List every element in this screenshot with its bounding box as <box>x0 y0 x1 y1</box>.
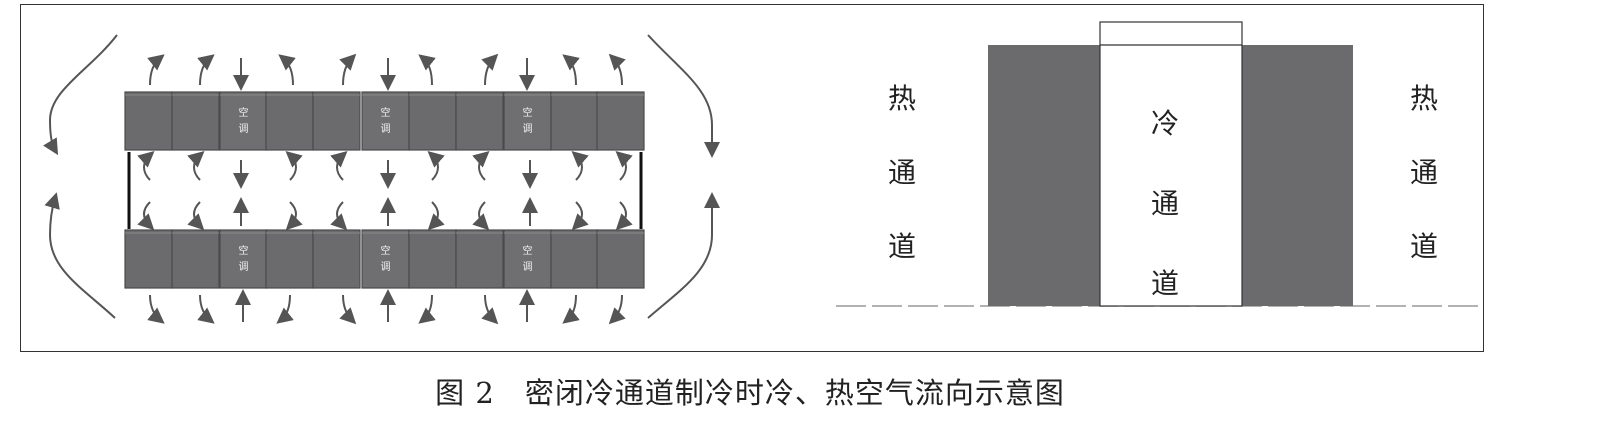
top-row-ac-unit <box>503 91 552 151</box>
bottom-row-rack <box>408 229 457 289</box>
top-row-ac-unit <box>361 91 410 151</box>
hot-exhaust-arrow-bottom <box>147 294 165 324</box>
top-row-rack <box>455 91 504 151</box>
cold-intake-arrow-inner <box>615 201 633 231</box>
top-row-rack <box>596 91 645 151</box>
outer-curve-arrow-bottom-left <box>44 192 116 319</box>
bottom-row-rack <box>455 229 504 289</box>
hot-aisle-left-label: 热 通 道 <box>888 62 928 284</box>
cold-intake-arrow-inner <box>472 201 490 231</box>
top-row-rack <box>312 91 361 151</box>
hot-exhaust-arrow-bottom <box>418 294 436 324</box>
bottom-row-rack <box>550 229 599 289</box>
hot-exhaust-arrow-top <box>418 54 436 86</box>
hot-exhaust-arrow-top <box>608 53 626 86</box>
cold-intake-arrow-inner <box>285 201 303 231</box>
top-row-ac-unit <box>219 91 268 151</box>
top-row-ac-label: 调 <box>523 123 533 135</box>
cold-aisle-char-3: 道 <box>1151 267 1180 300</box>
hot-aisle-right-label: 热 通 道 <box>1410 62 1450 284</box>
hot-exhaust-arrow-top <box>147 54 165 86</box>
cold-intake-arrow-inner <box>187 151 205 181</box>
cold-intake-arrow-inner <box>427 201 445 231</box>
bottom-row-rack <box>171 229 220 289</box>
bottom-row-ac-label: 空 <box>381 244 391 257</box>
hot-aisle-right-char-2: 通 <box>1410 156 1439 189</box>
top-row-ac-label: 调 <box>381 123 391 135</box>
right-rack-block <box>1242 45 1353 306</box>
cold-aisle-label: 冷 通 道 <box>1151 84 1191 324</box>
bottom-row-ac-label: 调 <box>381 261 391 273</box>
hot-exhaust-arrow-top <box>278 54 296 86</box>
cold-intake-arrow-inner <box>472 151 490 181</box>
cold-aisle-char-2: 通 <box>1151 187 1180 220</box>
hot-aisle-right-char-1: 热 <box>1410 82 1439 115</box>
bottom-row-ac-label: 调 <box>239 261 249 273</box>
bottom-row-rack <box>596 229 645 289</box>
bottom-row-ac-unit <box>503 229 552 289</box>
cold-intake-arrow-inner <box>571 201 589 231</box>
outer-curve-arrow-bottom-right <box>647 192 720 319</box>
cold-intake-arrow-inner <box>137 201 155 231</box>
hot-exhaust-arrow-top <box>197 54 215 86</box>
hot-aisle-left-char-1: 热 <box>888 82 917 115</box>
cold-intake-arrow-inner <box>285 151 303 181</box>
outer-curve-arrow-top-right <box>647 34 720 158</box>
top-row-rack <box>265 91 314 151</box>
outer-curve-arrow-top-left <box>42 34 118 156</box>
bottom-row-ac-label: 空 <box>239 244 249 257</box>
airflow-arrows <box>42 34 720 325</box>
bottom-row-rack <box>124 229 173 289</box>
hot-exhaust-arrow-top <box>562 54 580 86</box>
bottom-row-ac-unit <box>361 229 410 289</box>
bottom-row-ac-unit <box>219 229 268 289</box>
bottom-row-ac-label: 调 <box>523 261 533 273</box>
cold-intake-arrow-inner <box>571 151 589 181</box>
top-row-ac-label: 空 <box>523 106 533 119</box>
hot-aisle-right-char-3: 道 <box>1410 230 1439 263</box>
bottom-row-ac-label: 空 <box>523 244 533 257</box>
hot-aisle-left-char-2: 通 <box>888 156 917 189</box>
hot-exhaust-arrow-bottom <box>339 294 357 325</box>
cold-intake-arrow-inner <box>615 151 633 181</box>
top-row-ac-label: 调 <box>239 123 249 135</box>
top-row-rack <box>550 91 599 151</box>
left-rack-block <box>988 45 1100 306</box>
top-row-ac-label: 空 <box>381 106 391 119</box>
hot-exhaust-arrow-bottom <box>276 294 294 324</box>
top-row-ac-label: 空 <box>239 106 249 119</box>
hot-exhaust-arrow-top <box>481 53 499 86</box>
cold-intake-arrow-inner <box>137 151 155 181</box>
hot-exhaust-arrow-bottom <box>197 294 215 324</box>
hot-aisle-left-char-3: 道 <box>888 230 917 263</box>
cold-intake-arrow-inner <box>427 151 445 181</box>
bottom-row-rack <box>265 229 314 289</box>
top-row-rack <box>171 91 220 151</box>
figure-frame <box>20 4 1484 352</box>
right-aisle-diagram <box>836 21 1482 307</box>
hot-exhaust-arrow-bottom <box>562 294 580 324</box>
bottom-row-rack <box>312 229 361 289</box>
cold-aisle-char-1: 冷 <box>1151 107 1180 140</box>
cold-intake-arrow-inner <box>330 151 348 181</box>
hot-exhaust-arrow-bottom <box>481 294 499 325</box>
hot-exhaust-arrow-bottom <box>608 294 626 325</box>
top-row-rack <box>408 91 457 151</box>
cold-intake-arrow-inner <box>187 201 205 231</box>
top-row-rack <box>124 91 173 151</box>
cold-intake-arrow-inner <box>330 201 348 231</box>
figure-caption: 图 2 密闭冷通道制冷时冷、热空气流向示意图 <box>435 376 1065 410</box>
cold-aisle-enclosure <box>1099 21 1243 307</box>
hot-exhaust-arrow-top <box>339 53 357 86</box>
